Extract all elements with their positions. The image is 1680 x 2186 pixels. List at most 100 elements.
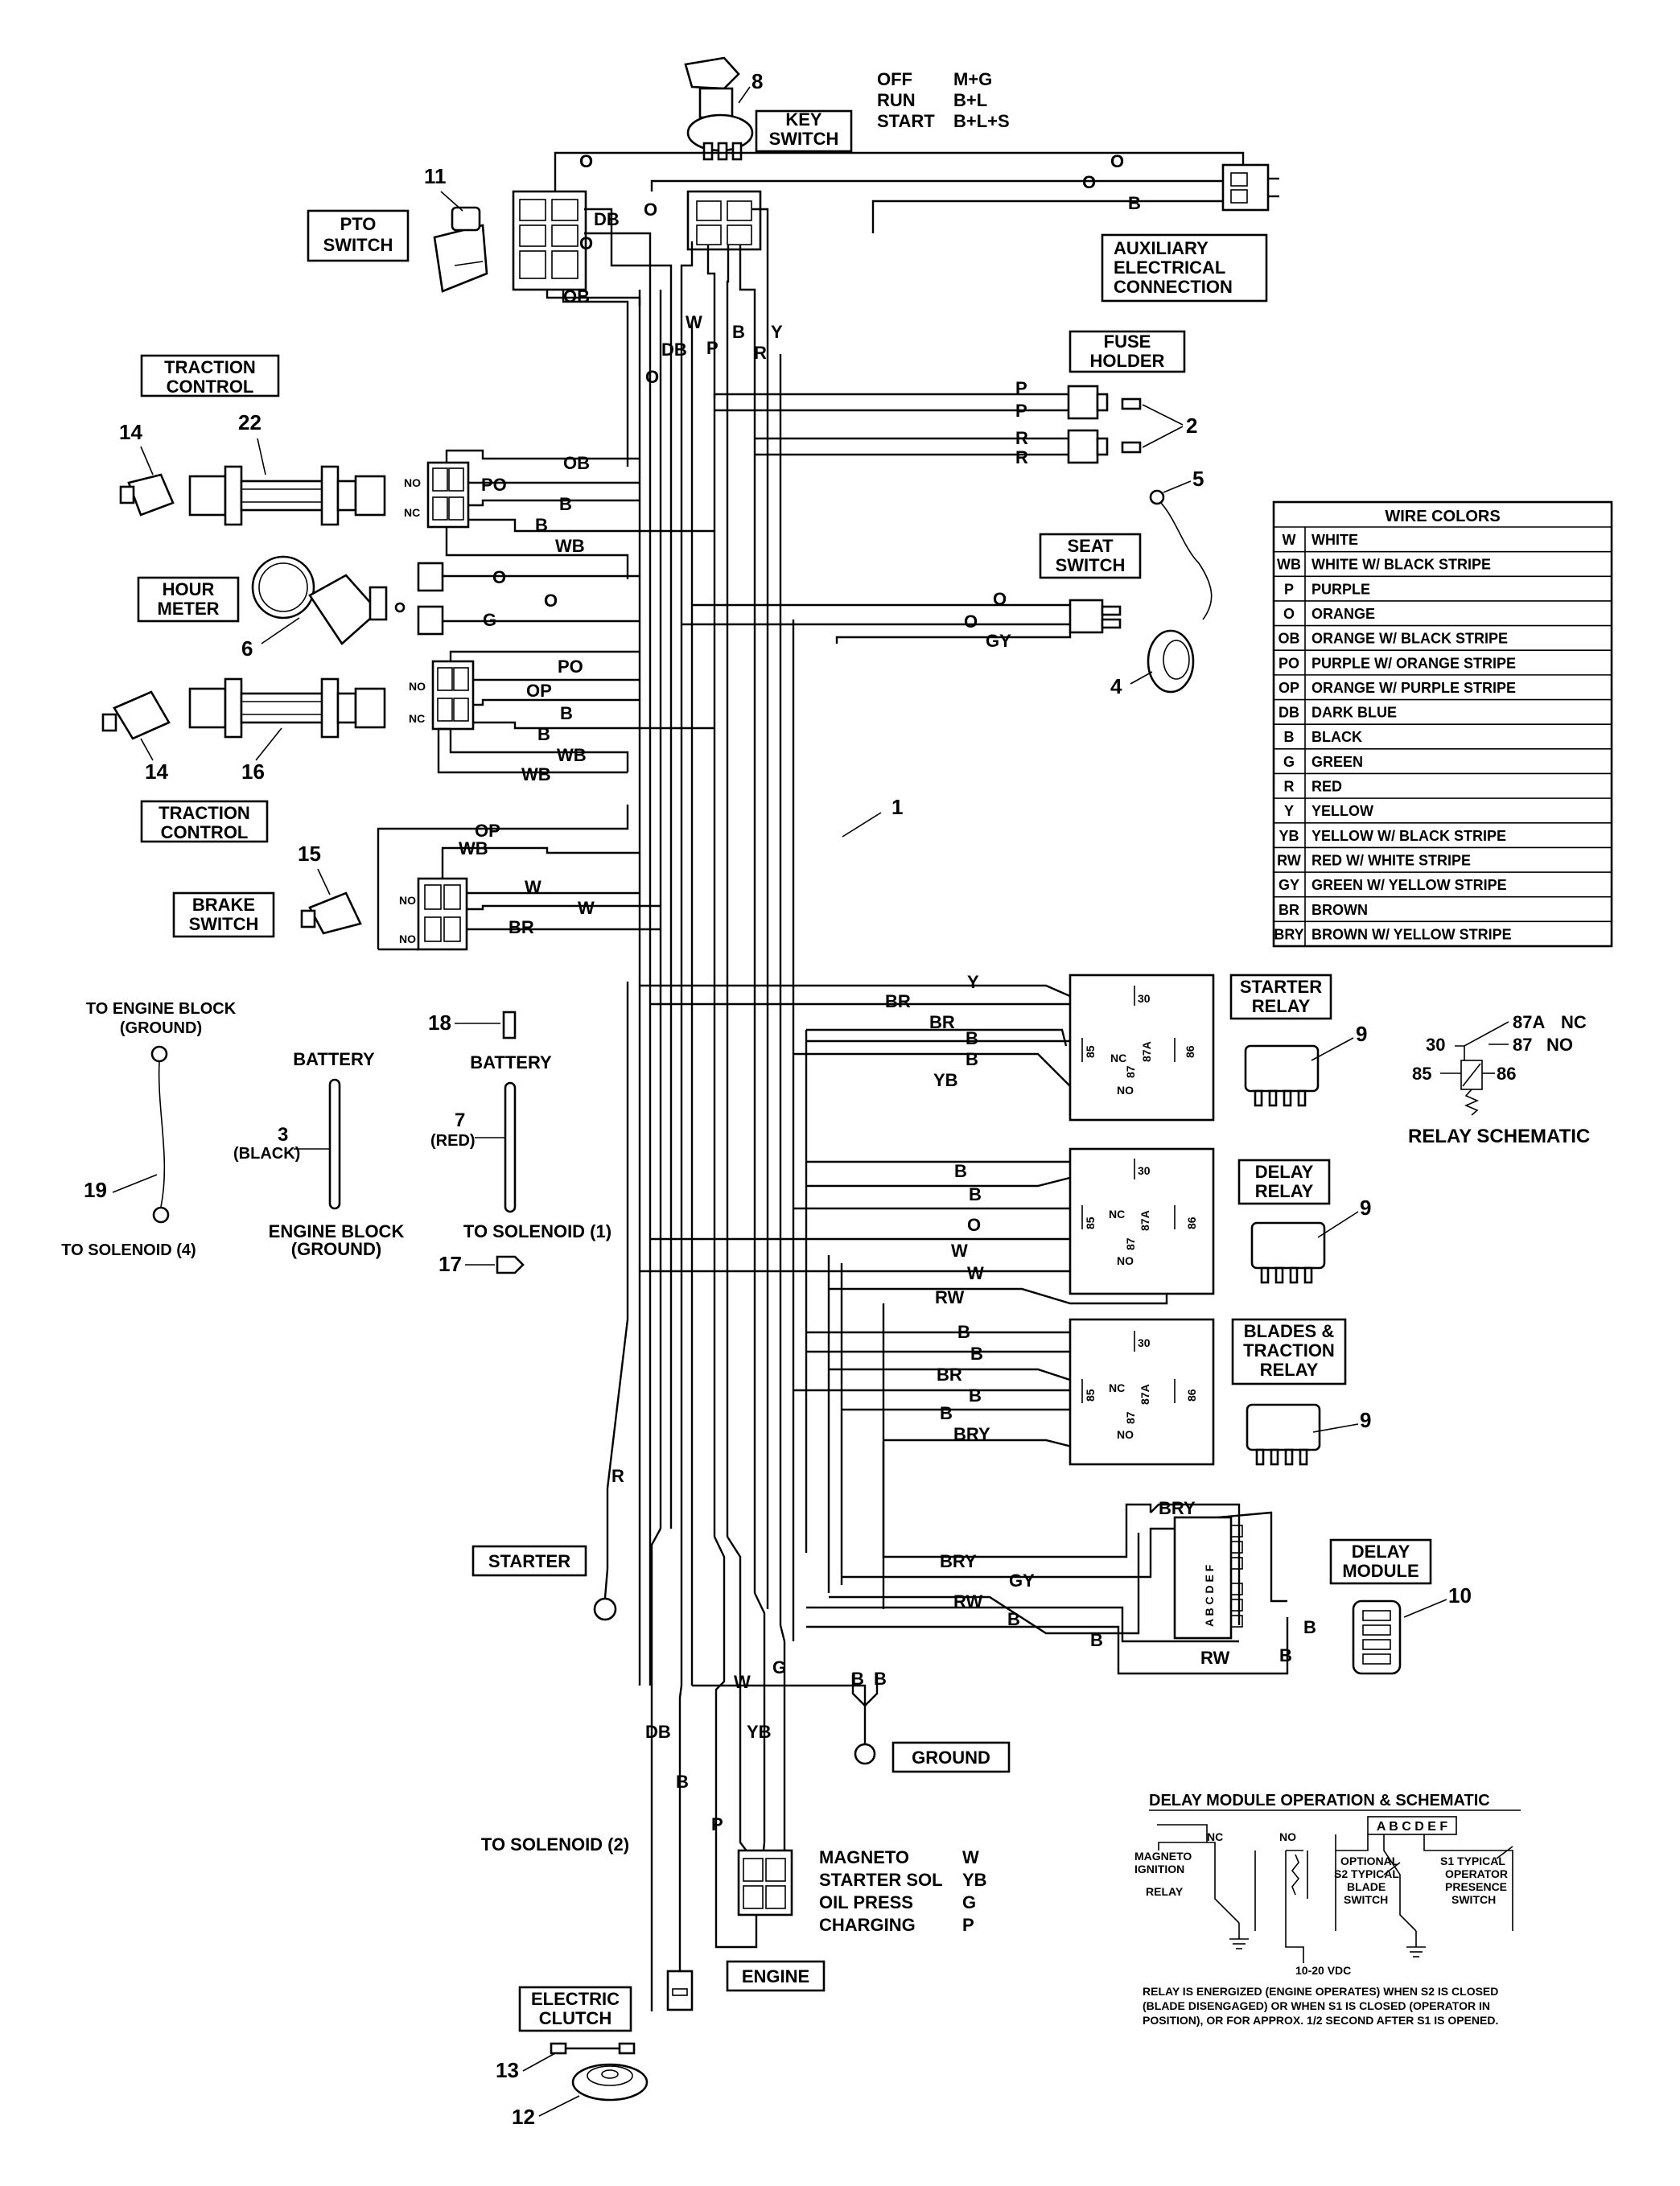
key-switch-callout: 8 — [751, 69, 763, 93]
clutch-callout-12: 12 — [512, 2105, 535, 2129]
battery-red-label: BATTERY — [470, 1052, 552, 1072]
ground-label: GROUND — [912, 1748, 990, 1768]
wire-bry-dm1: BRY — [1159, 1498, 1196, 1518]
traction-bot-title-2: CONTROL — [161, 822, 249, 842]
dr-pin87a: 87A — [1139, 1210, 1151, 1231]
ds-note-3: POSITION), OR FOR APPROX. 1/2 SECOND AFT… — [1143, 2014, 1498, 2027]
wire-color-name: DARK BLUE — [1311, 705, 1397, 721]
engine-label: ENGINE — [742, 1966, 809, 1986]
key-contacts-run: B+L — [953, 90, 987, 110]
fuse-title-2: HOLDER — [1090, 351, 1165, 371]
ds-note-2: (BLADE DISENGAGED) OR WHEN S1 IS CLOSED … — [1143, 1999, 1490, 2012]
wire-color-code: GY — [1279, 877, 1299, 893]
brake-title-2: SWITCH — [189, 914, 259, 934]
wire-g-eng: G — [772, 1657, 786, 1678]
wire-o-top: O — [579, 151, 593, 171]
wire-color-name: ORANGE W/ BLACK STRIPE — [1311, 631, 1508, 647]
starter-wire-r: R — [611, 1466, 624, 1486]
delay-relay-title-2: RELAY — [1255, 1181, 1314, 1201]
wire-w-pto: W — [686, 312, 702, 332]
delay-module-title-2: MODULE — [1342, 1561, 1419, 1581]
traction-top-connector: NO NC OB PO B B WB — [404, 449, 714, 579]
starter-relay-callout: 9 — [1356, 1022, 1367, 1046]
blades-relay-title-2: TRACTION — [1243, 1340, 1335, 1361]
brake-switch: BRAKE SWITCH 15 NO NO OP WB W W BR — [172, 805, 661, 951]
wire-b-blades2: B — [970, 1344, 983, 1364]
wire-color-code: YB — [1279, 828, 1299, 844]
ds-s1-1: S1 TYPICAL — [1440, 1855, 1505, 1867]
rs-87a: 87A — [1513, 1012, 1545, 1032]
wire-b-blades3: B — [969, 1385, 982, 1406]
clutch-title-2: CLUTCH — [539, 2008, 611, 2028]
wire-bry-blades: BRY — [953, 1424, 990, 1444]
cable-callout-3: 3 — [278, 1124, 288, 1146]
wire-b-tcb2: B — [537, 724, 550, 744]
key-switch: 8 KEY SWITCH OFF M+G RUN B+L START B+L+S — [684, 56, 1010, 161]
delay-relay-box: 30 85 NC 87A 86 87 NO DELAY RELAY 9 — [1069, 1147, 1371, 1295]
wire-wb-tcb2: WB — [521, 764, 551, 784]
dr-no: NO — [1117, 1254, 1134, 1267]
ds-s2-3: BLADE — [1347, 1880, 1386, 1893]
wire-b-clutch: B — [676, 1772, 689, 1792]
wire-bry-dm2: BRY — [940, 1551, 977, 1571]
cable-black: (BLACK) — [233, 1145, 300, 1163]
sr-pin85: 85 — [1084, 1045, 1097, 1058]
wire-g-hm: G — [483, 610, 496, 630]
wire-color-code: BRY — [1274, 926, 1303, 942]
wire-color-code: O — [1283, 606, 1295, 622]
ds-s2-2: S2 TYPICAL — [1334, 1867, 1399, 1880]
br-pin87a: 87A — [1139, 1384, 1151, 1405]
aux-wires: O O O B AUXILIARY ELECTRICAL CONNECTION — [554, 151, 1279, 303]
wire-b-tcb1: B — [560, 703, 573, 723]
engine-block-1: ENGINE BLOCK — [269, 1221, 405, 1241]
battery-black-label: BATTERY — [293, 1049, 375, 1069]
fuse-holder: P P R R 2 FUSE HOLDER — [713, 330, 1197, 467]
engine-legend-oil-code: G — [962, 1892, 976, 1912]
blades-relay-title-1: BLADES & — [1244, 1321, 1335, 1341]
nc-no-bot-nc: NC — [409, 712, 425, 725]
wire-wb-brake: WB — [459, 838, 488, 858]
aux-title-2: ELECTRICAL — [1114, 257, 1225, 278]
wire-p-fuse1: P — [1015, 378, 1027, 398]
hour-meter: HOUR METER 6 O O G — [137, 555, 640, 661]
wire-color-name: WHITE — [1311, 532, 1358, 548]
wire-r-trunk: R — [754, 343, 767, 363]
ds-no: NO — [1279, 1830, 1296, 1843]
key-pos-off: OFF — [877, 69, 912, 89]
brake-callout: 15 — [298, 842, 321, 866]
delay-module-title-1: DELAY — [1352, 1542, 1410, 1562]
engine-legend-charging: CHARGING — [819, 1915, 916, 1935]
wire-b-starter2: B — [966, 1049, 978, 1069]
to-solenoid-1: TO SOLENOID (1) — [463, 1221, 611, 1241]
wire-color-name: ORANGE W/ PURPLE STRIPE — [1311, 680, 1516, 696]
harness-trunk — [638, 290, 885, 1686]
wire-b-dm4: B — [1303, 1617, 1316, 1637]
ds-relay: RELAY — [1146, 1885, 1184, 1898]
key-switch-connector: O — [644, 190, 762, 251]
ds-magneto-2: IGNITION — [1134, 1863, 1184, 1875]
wire-o-hm1: O — [492, 567, 506, 587]
relay-schematic: 87A NC 87 NO 30 85 86 RELAY SCHEMATIC — [1408, 1012, 1590, 1147]
key-pos-run: RUN — [877, 90, 916, 110]
brake-title-1: BRAKE — [192, 895, 255, 915]
wire-o-seat1: O — [993, 589, 1007, 609]
key-switch-title-1: KEY — [785, 109, 822, 130]
wire-o-hm2: O — [544, 591, 558, 611]
ground: B B GROUND — [851, 1669, 1011, 1773]
wire-color-name: PURPLE — [1311, 581, 1370, 597]
wire-color-name: RED — [1311, 779, 1342, 795]
wire-o-aux1: O — [1110, 151, 1124, 171]
traction-control-bottom: 14 16 TRACTION CONTROL — [101, 677, 386, 843]
eb-top-1: TO ENGINE BLOCK — [86, 1000, 237, 1018]
br-pin30: 30 — [1138, 1336, 1151, 1349]
cable-callout-17: 17 — [439, 1252, 462, 1276]
nc-no-bot-no: NO — [409, 680, 426, 693]
wire-color-code: B — [1284, 729, 1295, 745]
ds-s2-1: OPTIONAL — [1340, 1855, 1399, 1867]
br-pin86: 86 — [1185, 1389, 1198, 1402]
wire-rw-dm1: RW — [953, 1591, 982, 1612]
dr-pin86: 86 — [1185, 1217, 1198, 1229]
harness-callout-1: 1 — [891, 795, 903, 819]
traction-bottom-connector: NO NC PO OP B B WB WB — [409, 650, 714, 784]
